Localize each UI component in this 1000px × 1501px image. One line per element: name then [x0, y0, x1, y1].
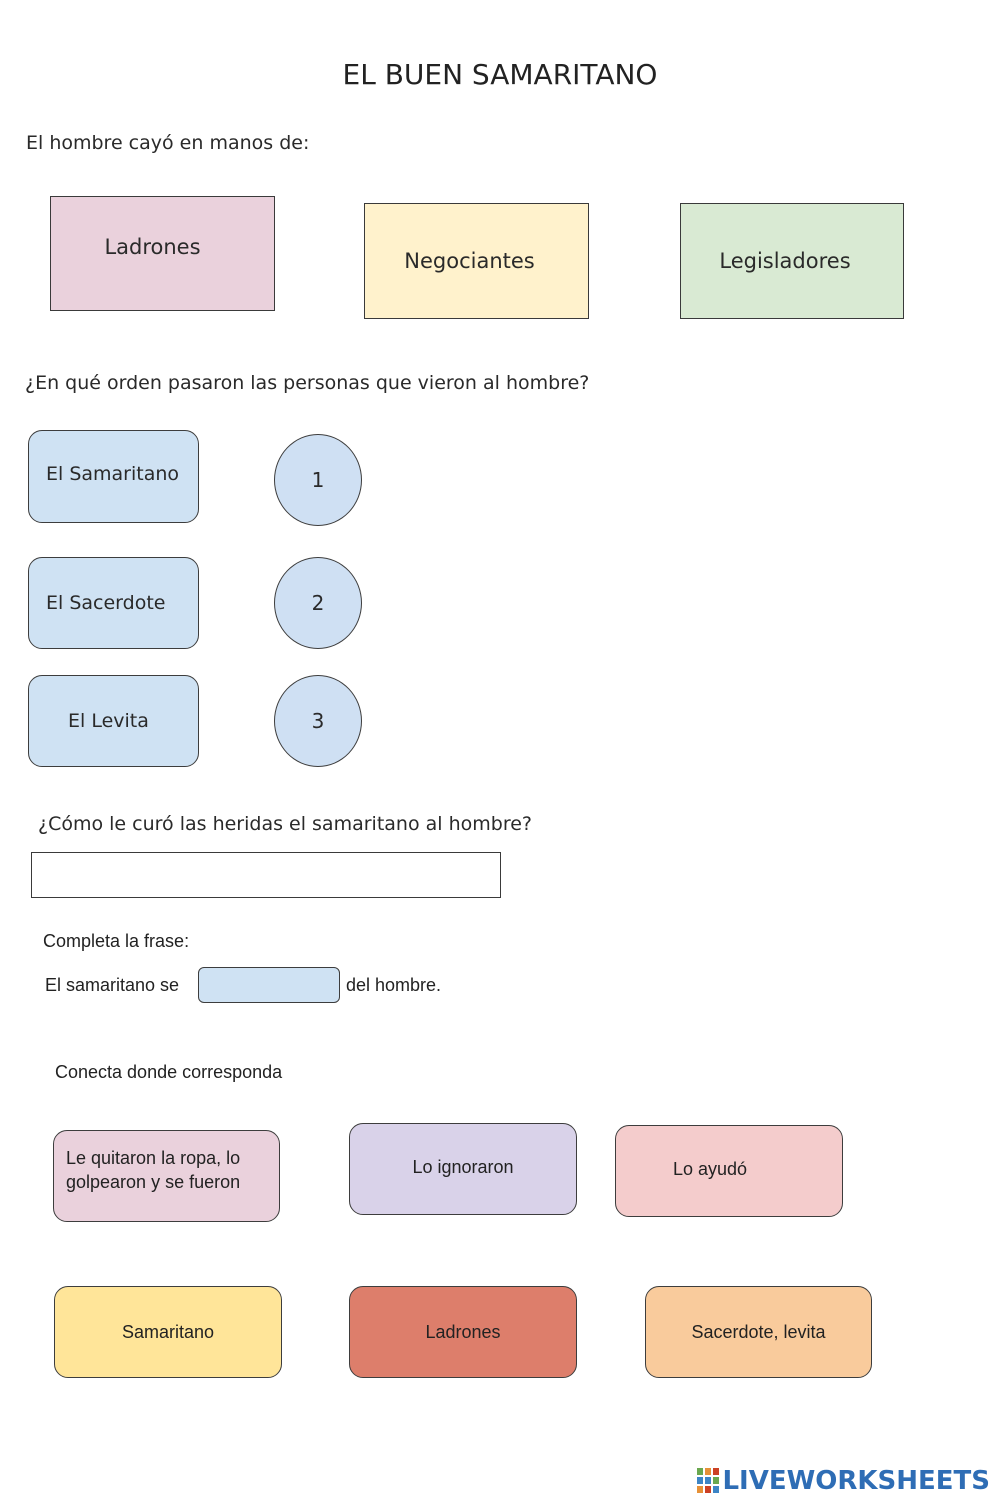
- answer-field[interactable]: [31, 852, 501, 898]
- liveworksheets-logo: LIVEWORKSHEETS: [697, 1466, 990, 1496]
- option-negociantes[interactable]: Negociantes: [364, 203, 589, 319]
- action-card-ignored[interactable]: Lo ignoraron: [349, 1123, 577, 1215]
- person-label: El Sacerdote: [46, 592, 166, 614]
- logo-mark-icon: [697, 1468, 720, 1494]
- order-slot-3[interactable]: 3: [274, 675, 362, 767]
- order-number: 3: [311, 709, 325, 733]
- actor-card-sacerdote-levita[interactable]: Sacerdote, levita: [645, 1286, 872, 1378]
- logo-text: LIVEWORKSHEETS: [722, 1466, 990, 1496]
- order-number: 2: [311, 591, 325, 615]
- action-card-helped[interactable]: Lo ayudó: [615, 1125, 843, 1217]
- action-card-robbed[interactable]: Le quitaron la ropa, lo golpearon y se f…: [53, 1130, 280, 1222]
- option-legisladores[interactable]: Legisladores: [680, 203, 904, 319]
- fill-instruction: Completa la frase:: [43, 931, 190, 951]
- question-1: El hombre cayó en manos de:: [26, 132, 310, 154]
- blank-field[interactable]: [198, 967, 340, 1003]
- connect-instruction: Conecta donde corresponda: [55, 1062, 283, 1082]
- option-label: Negociantes: [404, 249, 535, 273]
- actor-label: Sacerdote, levita: [691, 1321, 826, 1342]
- order-number: 1: [311, 468, 325, 492]
- action-label: Lo ayudó: [673, 1158, 748, 1179]
- question-3: ¿Cómo le curó las heridas el samaritano …: [38, 813, 532, 835]
- action-label: Lo ignoraron: [412, 1156, 514, 1177]
- order-slot-2[interactable]: 2: [274, 557, 362, 649]
- option-ladrones[interactable]: Ladrones: [50, 196, 275, 311]
- page-title: EL BUEN SAMARITANO: [342, 58, 658, 91]
- action-label: Le quitaron la ropa, lo golpearon y se f…: [66, 1148, 241, 1192]
- person-label: El Samaritano: [46, 462, 180, 485]
- actor-card-ladrones[interactable]: Ladrones: [349, 1286, 577, 1378]
- actor-label: Ladrones: [425, 1321, 501, 1342]
- sentence-end: del hombre.: [346, 975, 442, 995]
- actor-label: Samaritano: [121, 1321, 215, 1342]
- option-label: Legisladores: [719, 249, 851, 273]
- sentence-start: El samaritano se: [45, 975, 180, 995]
- person-label: El Levita: [68, 710, 149, 732]
- option-label: Ladrones: [104, 234, 201, 259]
- actor-card-samaritano[interactable]: Samaritano: [54, 1286, 282, 1378]
- person-samaritano[interactable]: El Samaritano: [28, 430, 199, 523]
- order-slot-1[interactable]: 1: [274, 434, 362, 526]
- person-sacerdote[interactable]: El Sacerdote: [28, 557, 199, 649]
- person-levita[interactable]: El Levita: [28, 675, 199, 767]
- question-2: ¿En qué orden pasaron las personas que v…: [25, 372, 590, 394]
